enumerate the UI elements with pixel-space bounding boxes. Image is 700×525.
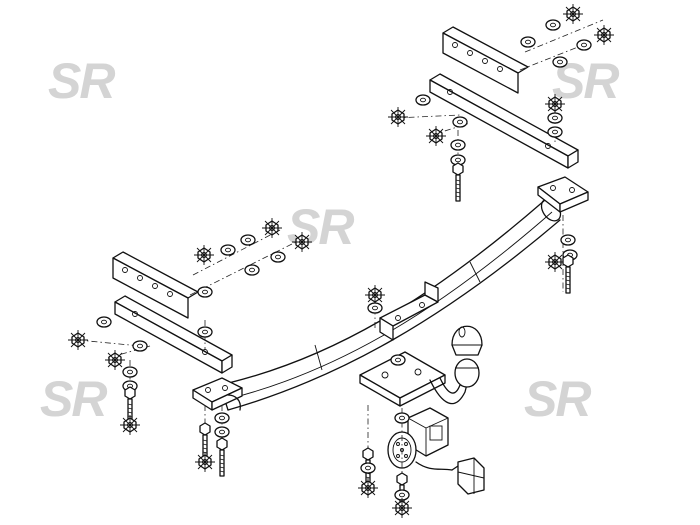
wiring-cable bbox=[415, 457, 485, 495]
left-end-plate bbox=[192, 377, 243, 411]
fasteners-right-lower bbox=[544, 234, 578, 294]
towball-cover bbox=[451, 325, 483, 356]
fasteners-right-top bbox=[387, 3, 615, 202]
right-end-plate bbox=[537, 176, 589, 213]
center-bracket bbox=[379, 281, 439, 341]
fasteners-left bbox=[67, 217, 313, 436]
watermark-bottom-left: SR bbox=[40, 371, 107, 427]
right-lower-bracket bbox=[429, 73, 579, 169]
fasteners-bottom-left bbox=[194, 412, 230, 477]
right-upper-bracket bbox=[442, 26, 529, 94]
assembly-lines bbox=[77, 19, 604, 505]
watermark-top-left: SR bbox=[48, 53, 115, 109]
towball-mount-plate bbox=[359, 351, 446, 407]
watermark-bottom-right: SR bbox=[524, 371, 591, 427]
left-lower-bracket bbox=[114, 295, 233, 374]
towball-neck bbox=[429, 358, 480, 405]
